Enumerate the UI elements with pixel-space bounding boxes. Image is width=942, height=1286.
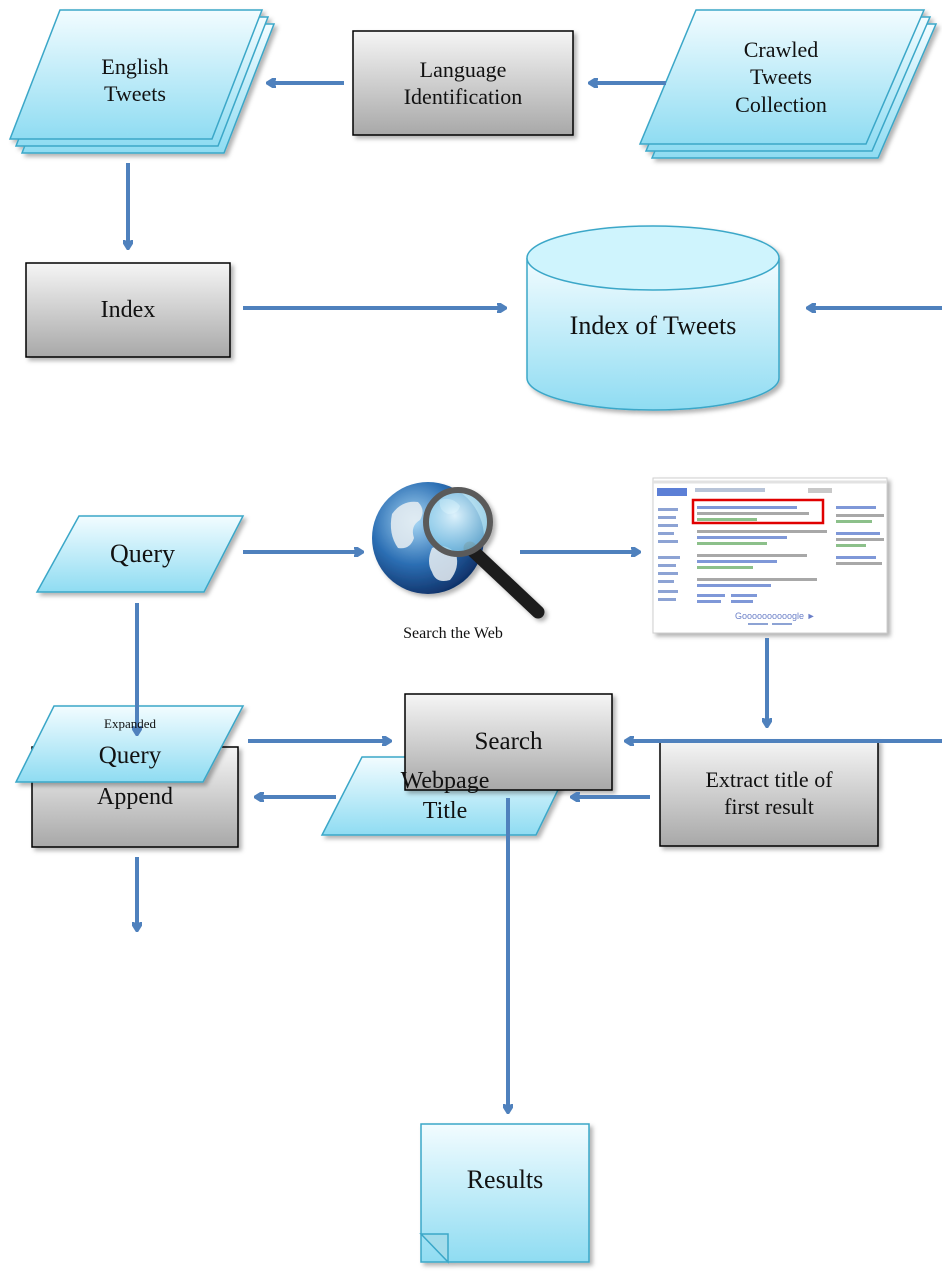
results-document	[419, 1123, 590, 1264]
index-of-tweets-cylinder	[526, 225, 780, 411]
top-arrows	[128, 83, 942, 308]
query-parallelogram	[35, 515, 245, 593]
first-result-highlight	[691, 498, 825, 525]
search-box	[404, 693, 613, 791]
language-identification-box	[352, 30, 574, 136]
index-box	[25, 262, 231, 358]
globe-magnifier-icon	[372, 482, 545, 619]
extract-title-box	[659, 739, 879, 847]
svg-text:Goooooooooogle ►: Goooooooooogle ►	[735, 611, 815, 621]
crawled-tweets-stack	[638, 9, 938, 159]
search-results-page-icon: Goooooooooogle ►	[652, 477, 888, 634]
bottom-arrows	[137, 552, 942, 1112]
english-tweets-stack	[8, 9, 276, 154]
expanded-query-parallelogram	[14, 705, 245, 783]
